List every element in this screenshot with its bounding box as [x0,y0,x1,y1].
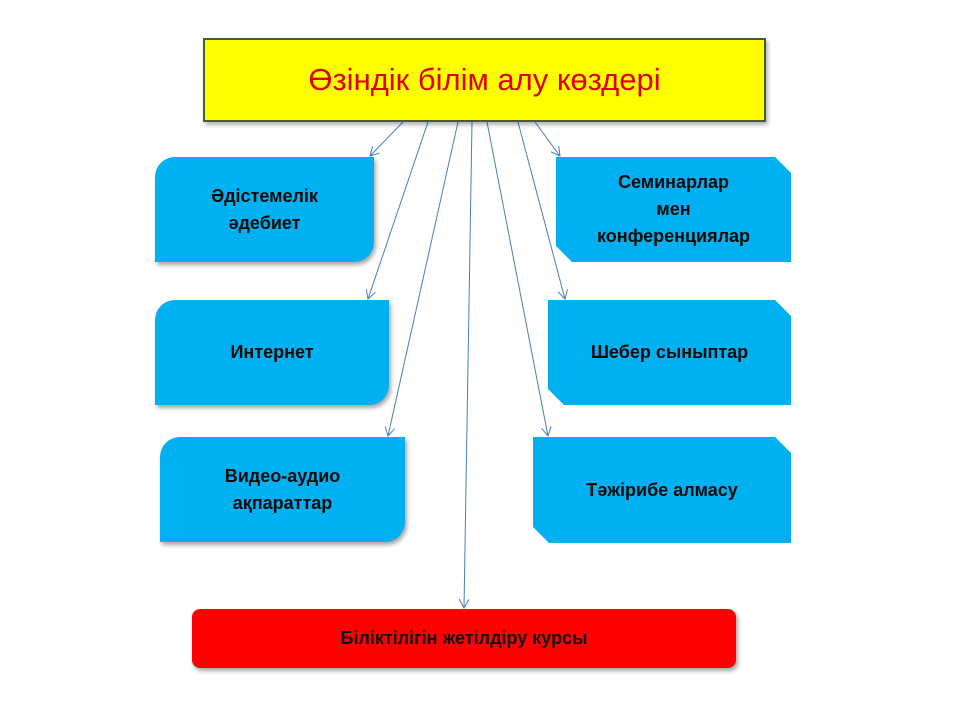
diagram-title: Өзіндік білім алу көздері [203,38,766,122]
box-label: Әдістемелік [211,185,318,206]
box-label: Интернет [230,342,314,362]
arrow-to-methodological-literature [370,121,404,156]
box-experience-exchange: Тәжірибе алмасу [533,437,791,543]
box-label: Шебер сыныптар [590,342,749,362]
box-video-audio: Видео-аудио ақпараттар [160,437,405,542]
box-label: ақпараттар [232,492,333,513]
arrow-to-seminars [534,121,560,156]
arrow-to-courses [464,121,473,608]
title-text: Өзіндік білім алу көздері [308,62,661,97]
box-qualification-courses: Біліктілігін жетілдіру курсы [192,609,736,668]
arrow-to-master-classes [517,121,565,299]
box-label: Тәжірибе алмасу [586,479,738,500]
box-label: Біліктілігін жетілдіру курсы [340,628,588,648]
box-seminars: Семинарлар мен конференциялар [556,157,791,262]
box-label: Видео-аудио [224,465,341,486]
box-master-classes: Шебер сыныптар [548,300,791,405]
arrow-to-video-audio [388,121,459,436]
box-internet: Интернет [155,300,389,405]
arrow-to-internet [368,121,429,299]
box-label: мен [656,199,691,219]
box-label: Семинарлар [617,172,730,192]
box-label: әдебиет [228,212,301,233]
box-label: конференциялар [596,226,751,246]
arrow-to-experience-exchange [486,121,548,436]
box-methodological-literature: Әдістемелік әдебиет [155,157,374,262]
